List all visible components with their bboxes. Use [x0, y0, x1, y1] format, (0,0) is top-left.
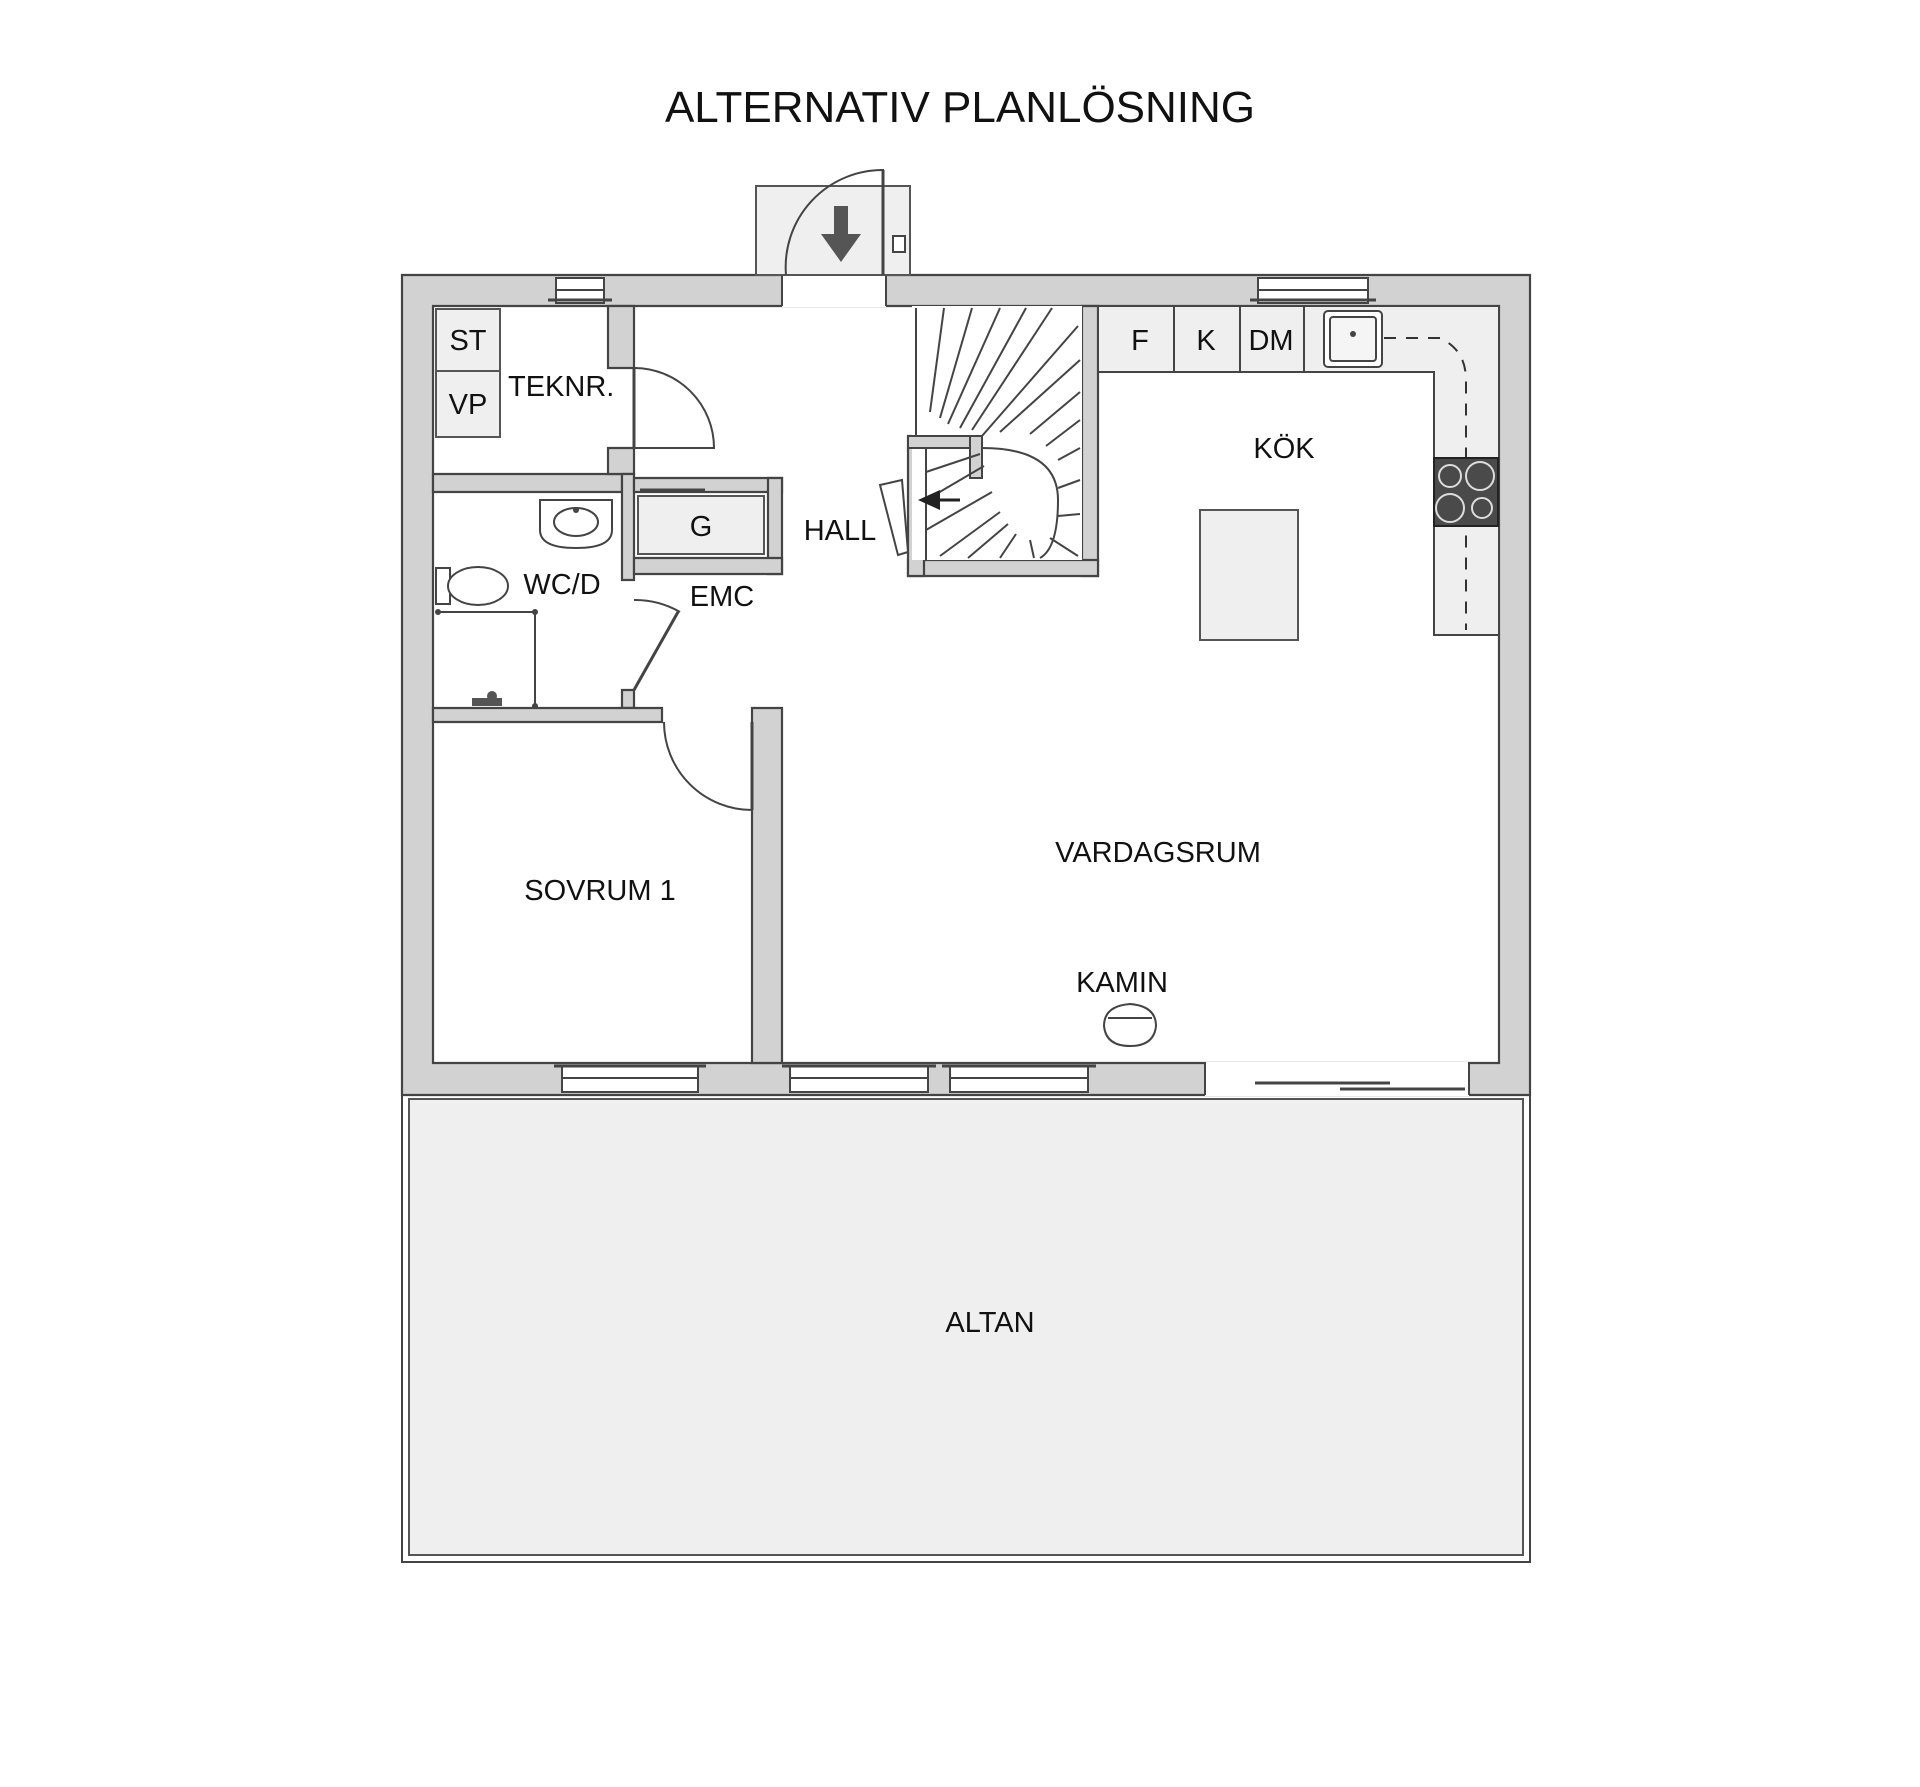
label-emc: EMC	[690, 581, 754, 613]
kitchen-counter	[1097, 305, 1500, 636]
label-wcd: WC/D	[523, 569, 600, 601]
label-g: G	[690, 511, 713, 543]
window-kitchen	[1250, 277, 1376, 304]
door-teknr[interactable]	[632, 367, 716, 449]
kitchen-island	[1199, 509, 1299, 641]
label-kok: KÖK	[1253, 433, 1315, 465]
label-st: ST	[449, 325, 486, 357]
closet-g	[637, 488, 765, 555]
label-vp: VP	[449, 389, 488, 421]
label-teknr: TEKNR.	[508, 371, 614, 403]
label-freezer: K	[1196, 325, 1216, 357]
shower-area	[435, 609, 538, 709]
label-hall: HALL	[804, 515, 877, 547]
label-vardagsrum: VARDAGSRUM	[1055, 837, 1261, 869]
door-wc[interactable]	[632, 598, 681, 691]
stove-icon	[1433, 457, 1499, 527]
washbasin-icon	[539, 499, 613, 550]
window-teknr	[548, 277, 612, 304]
label-altan: ALTAN	[945, 1307, 1034, 1339]
door-sovrum[interactable]	[663, 721, 754, 811]
entrance-arrow-icon	[821, 206, 861, 262]
label-dishwasher: DM	[1248, 325, 1293, 357]
technical-units	[435, 308, 501, 438]
kitchen-sink-icon	[1323, 310, 1383, 368]
stair-direction-arrow-icon	[878, 478, 960, 557]
label-sovrum1: SOVRUM 1	[524, 875, 675, 907]
terrace	[401, 1091, 1531, 1563]
stair-steps	[925, 307, 1081, 559]
fireplace-icon	[1102, 1002, 1158, 1048]
entrance-vestibule	[755, 168, 911, 276]
sliding-door[interactable]	[1255, 1081, 1465, 1091]
staircase	[907, 306, 1082, 560]
plan-title: ALTERNATIV PLANLÖSNING	[665, 83, 1255, 132]
window-living-1	[782, 1064, 936, 1093]
window-sovrum	[554, 1064, 706, 1093]
interior-walls	[431, 304, 1100, 1065]
toilet-icon	[435, 566, 509, 606]
label-kamin: KAMIN	[1076, 967, 1168, 999]
window-living-2	[942, 1064, 1096, 1093]
label-fridge: F	[1131, 325, 1149, 357]
